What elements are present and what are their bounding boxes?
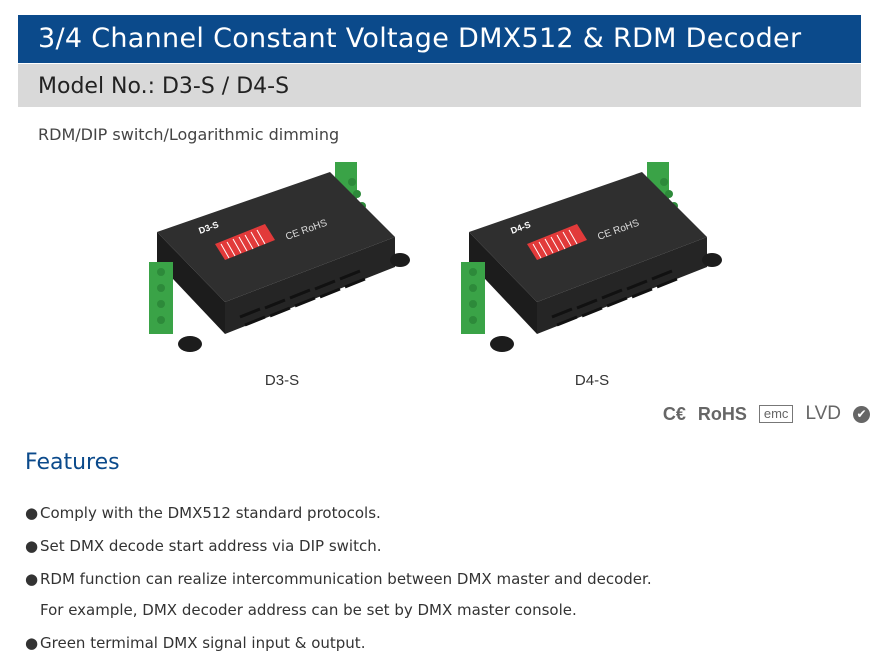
dip-switch <box>215 224 275 260</box>
feature-text: Comply with the DMX512 standard protocol… <box>40 504 381 522</box>
page-title: 3/4 Channel Constant Voltage DMX512 & RD… <box>18 15 861 63</box>
feature-text-continuation: For example, DMX decoder address can be … <box>40 601 577 619</box>
feature-list: ● Comply with the DMX512 standard protoc… <box>25 503 652 666</box>
product-label-d4s: D4-S <box>574 372 610 389</box>
list-item: ● RDM function can realize intercommunic… <box>25 569 652 633</box>
model-number: Model No.: D3-S / D4-S <box>18 64 861 107</box>
input-terminals <box>149 262 173 334</box>
features-heading: Features <box>25 450 120 475</box>
product-label-d3s: D3-S <box>264 372 300 389</box>
check-icon: ✔ <box>853 405 870 423</box>
list-item: ● Green termimal DMX signal input & outp… <box>25 633 652 666</box>
bullet-icon: ● <box>25 537 39 555</box>
bullet-icon: ● <box>25 634 39 652</box>
bullet-icon: ● <box>25 570 39 588</box>
list-item: ● Set DMX decode start address via DIP s… <box>25 536 652 569</box>
feature-subtitle: RDM/DIP switch/Logarithmic dimming <box>38 125 340 144</box>
dip-switch <box>527 224 587 260</box>
bullet-icon: ● <box>25 504 39 522</box>
rohs-mark: RoHS <box>697 403 747 424</box>
ce-mark: C€ <box>662 403 686 424</box>
list-item: ● Comply with the DMX512 standard protoc… <box>25 503 652 536</box>
input-terminals <box>461 262 485 334</box>
lvd-mark: LVD <box>805 403 841 424</box>
product-image-d4s: D4-S CE RoHS <box>457 162 727 362</box>
emc-mark: emc <box>758 405 794 423</box>
feature-text: Green termimal DMX signal input & output… <box>40 634 366 652</box>
certification-marks: C€ RoHS emc LVD ✔ <box>663 403 870 425</box>
feature-text: RDM function can realize intercommunicat… <box>40 570 652 588</box>
product-image-d3s: D3-S CE RoHS <box>145 162 415 362</box>
feature-text: Set DMX decode start address via DIP swi… <box>40 537 382 555</box>
